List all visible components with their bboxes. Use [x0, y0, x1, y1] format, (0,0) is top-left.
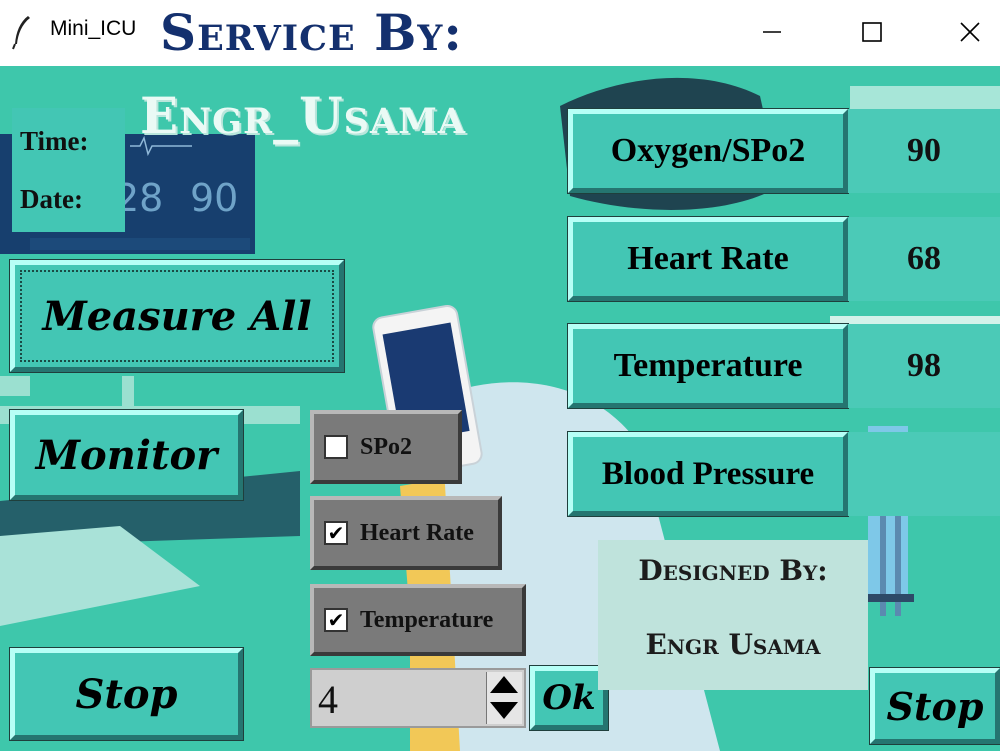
app-canvas: 90 28 Engr_Usama Time: Date: — [0, 66, 1000, 751]
spinbox-arrows[interactable] — [486, 672, 522, 724]
stop-right-label: Stop — [886, 683, 984, 729]
interval-spinbox[interactable]: 4 — [310, 668, 526, 728]
svg-text:90: 90 — [190, 176, 238, 220]
temperature-value: 98 — [848, 324, 1000, 408]
window-title: Mini_ICU — [50, 17, 137, 40]
clock-panel: Time: Date: — [12, 108, 125, 232]
engineer-title: Engr_Usama — [140, 86, 467, 145]
check-heart-rate-label: Heart Rate — [360, 519, 474, 546]
monitor-button[interactable]: Monitor — [10, 410, 243, 500]
credits-panel: Designed By: Engr Usama — [598, 540, 868, 690]
heart-rate-label: Heart Rate — [627, 240, 789, 277]
blood-pressure-value — [848, 432, 1000, 516]
blood-pressure-button[interactable]: Blood Pressure — [568, 432, 848, 516]
check-spo2-box[interactable] — [324, 435, 348, 459]
measure-all-label: Measure All — [42, 292, 312, 340]
designed-by-label: Designed By: — [638, 554, 828, 587]
check-temperature-label: Temperature — [360, 606, 494, 633]
ok-label: Ok — [542, 678, 596, 718]
time-label: Time: — [20, 126, 89, 156]
minimize-icon — [763, 31, 781, 33]
spin-down-icon[interactable] — [487, 698, 521, 723]
spin-up-icon[interactable] — [487, 672, 521, 697]
check-temperature[interactable]: ✔ Temperature — [310, 584, 526, 656]
check-spo2[interactable]: SPo2 — [310, 410, 462, 484]
ok-button[interactable]: Ok — [530, 666, 608, 730]
temperature-button[interactable]: Temperature — [568, 324, 848, 408]
minimize-button[interactable] — [742, 8, 802, 56]
stop-left-label: Stop — [75, 670, 178, 718]
check-temperature-box[interactable]: ✔ — [324, 608, 348, 632]
spo2-value: 90 — [848, 109, 1000, 193]
monitor-label: Monitor — [35, 431, 218, 479]
close-button[interactable] — [940, 8, 1000, 56]
check-heart-rate[interactable]: ✔ Heart Rate — [310, 496, 502, 570]
heart-rate-value: 68 — [848, 217, 1000, 301]
interval-spinbox-value[interactable]: 4 — [318, 677, 338, 722]
maximize-button[interactable] — [842, 8, 902, 56]
service-by-title: Service By: — [160, 3, 463, 62]
spo2-label: Oxygen/SPo2 — [610, 132, 806, 169]
heart-rate-button[interactable]: Heart Rate — [568, 217, 848, 301]
designer-name: Engr Usama — [645, 628, 821, 661]
stop-right-button[interactable]: Stop — [870, 668, 1000, 744]
check-heart-rate-box[interactable]: ✔ — [324, 521, 348, 545]
temperature-label: Temperature — [613, 347, 803, 384]
measure-all-button[interactable]: Measure All — [10, 260, 344, 372]
stop-left-button[interactable]: Stop — [10, 648, 243, 740]
window-titlebar: Mini_ICU — [0, 0, 1000, 66]
spo2-button[interactable]: Oxygen/SPo2 — [568, 109, 848, 193]
check-spo2-label: SPo2 — [360, 433, 413, 460]
maximize-icon — [862, 22, 882, 42]
blood-pressure-label: Blood Pressure — [601, 455, 815, 492]
close-icon — [960, 22, 980, 42]
date-label: Date: — [20, 184, 83, 214]
feather-icon — [12, 16, 30, 50]
